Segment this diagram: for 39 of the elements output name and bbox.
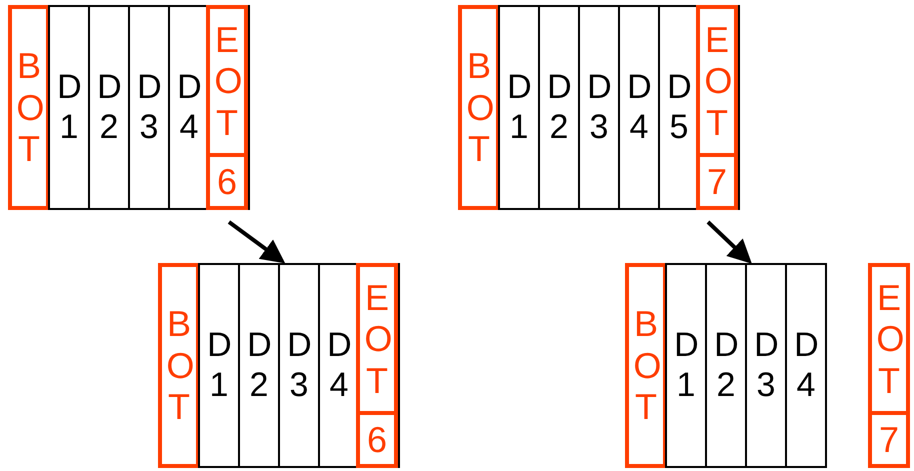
arrow (228, 220, 286, 264)
block-label: D3 (137, 68, 161, 147)
marker-label: BOT (466, 45, 492, 170)
marker-block (8, 5, 50, 210)
marker-label: 6 (216, 160, 238, 202)
marker-label: 6 (366, 418, 388, 460)
block-label: D4 (794, 326, 818, 405)
block-label: D5 (667, 68, 691, 147)
marker-label: EOT (214, 18, 240, 144)
block-label: D3 (287, 326, 311, 405)
block-label: D2 (247, 326, 271, 405)
marker-label: 7 (878, 418, 900, 460)
tape-frame (8, 5, 250, 210)
marker-label: EOT (876, 276, 902, 402)
marker-label: EOT (704, 18, 730, 144)
marker-label: 7 (706, 160, 728, 202)
marker-block (625, 263, 667, 468)
block-label: D4 (177, 68, 201, 147)
marker-label: BOT (166, 303, 192, 428)
block-label: D4 (327, 326, 351, 405)
block-label: D1 (674, 326, 698, 405)
marker-label: BOT (633, 303, 659, 428)
tape-frame (625, 263, 827, 468)
marker-block (158, 263, 200, 468)
block-label: D2 (714, 326, 738, 405)
block-label: D3 (754, 326, 778, 405)
tape-frame (158, 263, 400, 468)
block-label: D1 (207, 326, 231, 405)
arrow (706, 220, 752, 264)
block-label: D3 (587, 68, 611, 147)
marker-label: BOT (16, 45, 42, 170)
marker-label: EOT (364, 276, 390, 402)
block-label: D1 (57, 68, 81, 147)
block-label: D4 (627, 68, 651, 147)
block-label: D2 (97, 68, 121, 147)
block-label: D1 (507, 68, 531, 147)
marker-block (458, 5, 500, 210)
tape-frame (458, 5, 740, 210)
block-label: D2 (547, 68, 571, 147)
